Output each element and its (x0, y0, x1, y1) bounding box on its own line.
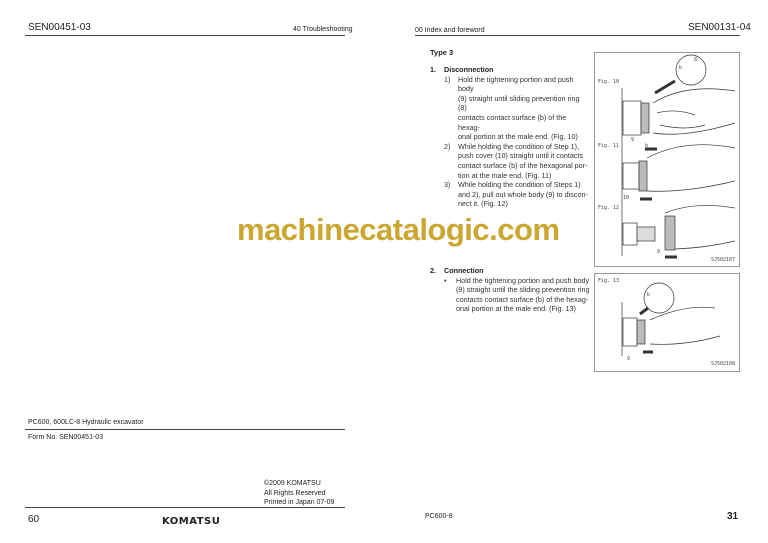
item-number: 1. (430, 65, 436, 74)
text-line: onal portion at the male end. (Fig. 13) (456, 304, 576, 314)
callout-9: 9 (627, 356, 631, 362)
copyright-line: Printed in Japan 07-09 (264, 499, 335, 506)
callout-b: b (647, 292, 651, 298)
text-line: While holding the condition of Steps 1) (458, 180, 581, 190)
fig-13-label: Fig. 13 (598, 278, 620, 284)
connection-title: Connection (444, 266, 484, 275)
callout-9: 9 (631, 137, 635, 143)
watermark: machinecatalogic.com (237, 212, 560, 247)
disconnection-section: 1. Disconnection 1) Hold the tightening po… (430, 65, 590, 209)
callout-b: b (679, 65, 683, 71)
text-line: Hold the tightening portion and push bod… (456, 275, 590, 285)
fig-11-label: Fig. 11 (598, 143, 620, 149)
text-line: (9) straight until the sliding preventio… (456, 285, 590, 295)
copyright-block: ©2009 KOMATSU All Rights Reserved Printe… (264, 479, 334, 508)
section-title-left: 40 Troubleshooting (293, 26, 353, 33)
doc-number-left: SEN00451-03 (28, 22, 91, 33)
model-footer: PC600-8 (425, 513, 453, 520)
step-item: 3) While holding the condition of Steps 1… (444, 180, 590, 209)
type-heading: Type 3 (430, 48, 454, 57)
coupler-illustration (621, 54, 736, 259)
text-line: and 2), pull out whole body (9) to disco… (458, 189, 588, 199)
callout-b: b (645, 143, 649, 149)
page-number-right: 31 (727, 511, 739, 522)
step-number: 3) (444, 180, 451, 190)
text-line: contacts contact surface (b) of the hexa… (456, 294, 589, 304)
step-number: 2) (444, 141, 451, 151)
text-line: (9) straight until sliding prevention ri… (458, 93, 580, 113)
fig-12-label: Fig. 12 (598, 205, 620, 211)
callout-9: 9 (657, 249, 661, 255)
header-rule-right (415, 35, 740, 36)
text-line: nect it. (Fig. 12) (458, 199, 508, 209)
step-item: 1) Hold the tightening portion and push b… (444, 75, 590, 142)
text-line: Hold the tightening portion and push bod… (458, 74, 574, 94)
figure-panel-10-12: Fig. 10 Fig. 11 Fig. 12 b 8 9 b 10 9 SJ5… (594, 52, 740, 267)
text-line: contacts contact surface (b) of the hexa… (458, 112, 567, 132)
figure-code: SJ502108 (711, 361, 736, 367)
item-number: 2. (430, 266, 436, 275)
text-line: tion at the male end. (Fig. 11) (458, 170, 552, 180)
copyright-line: All Rights Reserved (264, 489, 326, 497)
figure-code: SJ502107 (711, 257, 736, 263)
callout-8: 8 (694, 57, 698, 63)
bullet: • (444, 275, 447, 285)
text-line: While holding the condition of Step 1), (458, 141, 580, 151)
connection-section: 2. Connection • Hold the tightening porti… (430, 266, 590, 314)
text-line: contact surface (b) of the hexagonal por… (458, 160, 588, 170)
text-line: push cover (10) straight until it contac… (458, 151, 584, 161)
footer-rule-left (25, 507, 345, 508)
figure-panel-13: Fig. 13 b 9 SJ502108 (594, 273, 740, 372)
model-title: PC600, 600LC-8 Hydraulic excavator (28, 419, 144, 426)
callout-10: 10 (623, 195, 630, 201)
header-rule-left (25, 35, 345, 36)
form-number: Form No. SEN00451-03 (28, 434, 104, 441)
copyright-line: ©2009 KOMATSU (264, 480, 321, 487)
step-number: 1) (444, 74, 451, 84)
step-item: 2) While holding the condition of Step 1)… (444, 142, 590, 180)
text-line: onal portion at the male end. (Fig. 10) (458, 132, 578, 142)
komatsu-logo: KOMATSU (162, 516, 221, 527)
page-number-left: 60 (28, 514, 40, 525)
rule (25, 429, 345, 430)
doc-number-right: SEN00131-04 (688, 22, 751, 33)
coupler-illustration (621, 282, 721, 356)
disconnection-title: Disconnection (444, 65, 494, 74)
fig-10-label: Fig. 10 (598, 79, 620, 85)
section-title-right: 00 Index and foreword (415, 27, 485, 34)
